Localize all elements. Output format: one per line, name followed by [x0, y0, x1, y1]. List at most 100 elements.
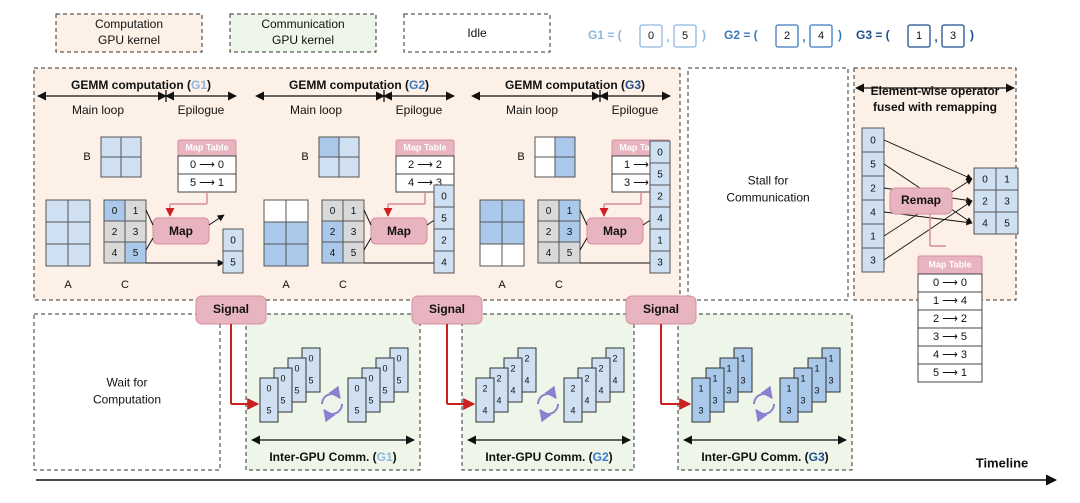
c-cell-value: 4: [546, 248, 552, 259]
main-loop-label: Main loop: [506, 103, 558, 117]
elementwise-out-cell-value: 3: [1004, 197, 1010, 208]
a-cell: [45, 221, 69, 245]
comm-packet-value: 0: [368, 373, 373, 383]
comm-packet-value: 1: [698, 383, 703, 393]
map-table-title: Map Table: [619, 142, 662, 152]
gemm-title: GEMM computation (G3): [505, 78, 645, 92]
elementwise-out-cell: [995, 211, 1019, 235]
label-b: B: [83, 151, 90, 163]
remap-table-row-text: 5 ⟶ 1: [933, 367, 967, 379]
a-cell: [45, 199, 69, 223]
map-table-row-text: 5 ⟶ 1: [190, 177, 224, 189]
group-legend-cell: [941, 24, 965, 48]
comm-packet-value: 1: [814, 363, 819, 373]
group-legend-comma: ,: [802, 30, 805, 44]
comm-packet-value: 3: [814, 385, 819, 395]
map-box: [152, 217, 210, 245]
epilogue-label: Epilogue: [396, 103, 443, 117]
map-label: Map: [603, 224, 627, 238]
label-b: B: [301, 151, 308, 163]
comm-packet: [475, 377, 495, 423]
comm-packet-value: 0: [382, 363, 387, 373]
b-cell: [318, 136, 340, 158]
comm-packet-value: 2: [570, 383, 575, 393]
comm-label: Inter-GPU Comm. (G3): [701, 450, 828, 464]
comm-packet-value: 3: [740, 375, 745, 385]
c-cell-value: 5: [567, 248, 573, 259]
main-loop-label: Main loop: [290, 103, 342, 117]
group-legend-comma: ,: [934, 30, 937, 44]
map-out-arrow: [208, 214, 225, 226]
elementwise-title-line: Element-wise operator: [871, 84, 1000, 98]
elementwise-title-line: fused with remapping: [873, 100, 997, 114]
group-legend-cell: [907, 24, 931, 48]
a-cell: [479, 199, 503, 223]
cycle-arrow: [537, 385, 557, 405]
comm-packet: [347, 377, 367, 423]
stall-label-line: Communication: [726, 191, 809, 205]
a-cell: [501, 243, 525, 267]
comm-packet-value: 2: [584, 373, 589, 383]
comm-packet-value: 2: [496, 373, 501, 383]
comm-label: Inter-GPU Comm. (G1): [269, 450, 396, 464]
output-cell: [222, 250, 244, 274]
cycle-arrow: [753, 385, 773, 405]
cycle-arrow: [321, 385, 341, 405]
elementwise-out-cell-value: 2: [982, 197, 988, 208]
c-cell-value: 4: [330, 248, 336, 259]
elementwise-in-cell-value: 3: [870, 256, 876, 267]
output-cell-value: 1: [657, 236, 663, 247]
a-cell: [479, 221, 503, 245]
map-box: [370, 217, 428, 245]
b-cell: [100, 156, 122, 178]
elementwise-out-cell-value: 5: [1004, 219, 1010, 230]
comm-packet-value: 4: [524, 375, 529, 385]
comm-packet-value: 2: [612, 353, 617, 363]
comm-label: Inter-GPU Comm. (G2): [485, 450, 612, 464]
a-cell: [263, 243, 287, 267]
timeline-label: Timeline: [976, 455, 1029, 470]
b-cell: [554, 136, 576, 158]
group-legend-close: ): [970, 28, 974, 42]
map-box: [586, 217, 644, 245]
gemm-title: GEMM computation (G2): [289, 78, 429, 92]
signal-label: Signal: [643, 302, 679, 316]
label-c: C: [339, 279, 347, 291]
c-cell-value: 3: [567, 227, 573, 238]
a-cell: [67, 221, 91, 245]
group-legend-cell-value: 5: [682, 30, 688, 42]
group-legend-cell-value: 1: [916, 30, 922, 42]
remap-box: [889, 187, 953, 215]
elementwise-in-cell-value: 4: [870, 208, 876, 219]
comm-packet: [779, 377, 799, 423]
output-cell-value: 3: [657, 258, 663, 269]
comm-packet: [259, 377, 279, 423]
c-cell-value: 2: [546, 227, 552, 238]
comm-packet-value: 4: [612, 375, 617, 385]
comm-packet-value: 4: [570, 405, 575, 415]
main-loop-label: Main loop: [72, 103, 124, 117]
b-cell: [338, 156, 360, 178]
group-legend-close: ): [702, 28, 706, 42]
b-cell: [338, 136, 360, 158]
epilogue-label: Epilogue: [178, 103, 225, 117]
elementwise-in-cell-value: 1: [870, 232, 876, 243]
comm-packet-value: 3: [786, 405, 791, 415]
map-in-arrow: [363, 209, 372, 226]
comm-packet-value: 1: [740, 353, 745, 363]
comm-packet-value: 1: [828, 353, 833, 363]
comm-packet-value: 5: [368, 395, 373, 405]
c-cell-value: 1: [351, 206, 357, 217]
remap-line: [883, 139, 973, 180]
group-legend-cell: [809, 24, 833, 48]
map-table-title: Map Table: [403, 142, 446, 152]
comm-packet-value: 5: [354, 405, 359, 415]
c-cell-value: 0: [330, 206, 336, 217]
remap-table-row-text: 2 ⟶ 2: [933, 313, 967, 325]
remap-table-row-text: 0 ⟶ 0: [933, 277, 967, 289]
a-cell: [501, 199, 525, 223]
wait-panel: [33, 313, 221, 471]
